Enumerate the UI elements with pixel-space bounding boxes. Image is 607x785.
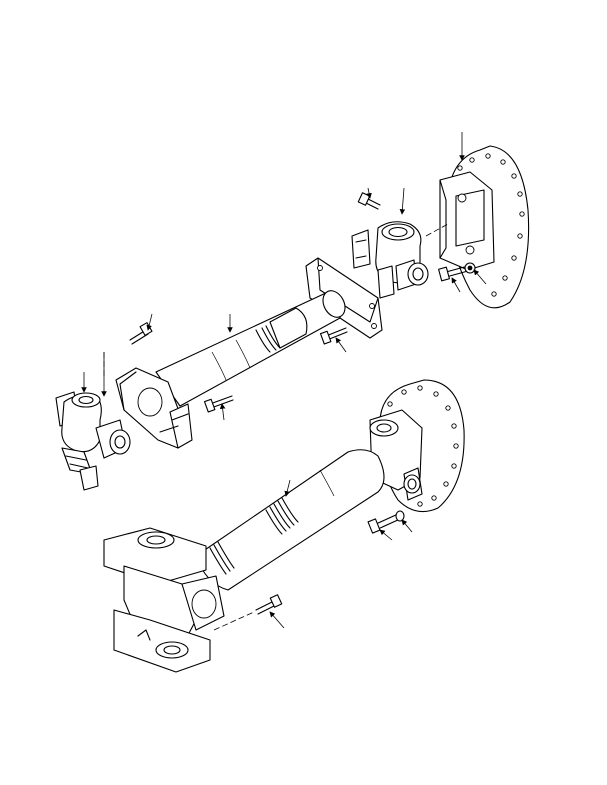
drive-shaft-tube-upper [155, 290, 346, 407]
alignment-lines-lower [213, 611, 255, 631]
flange-bolt-holes-upper [457, 153, 525, 297]
bolt-upper-2 [203, 395, 234, 413]
drive-shaft-tube-lower [195, 449, 385, 591]
universal-joint-upper [351, 221, 429, 299]
bolt-washer-lower [367, 510, 405, 534]
flange-bolt-holes-lower [387, 385, 459, 507]
tube-yoke-lower [103, 527, 225, 673]
bolt-lower-2 [255, 594, 283, 615]
leader-lines-lower [269, 479, 413, 629]
bolt-upper-4 [319, 327, 348, 345]
companion-flange-lower [369, 379, 465, 513]
tube-yoke-upper [115, 367, 193, 449]
companion-flange-upper [439, 145, 530, 309]
leader-lines-upper [81, 132, 487, 421]
universal-joint-left [55, 391, 131, 491]
bolt-washer-upper [438, 262, 476, 282]
